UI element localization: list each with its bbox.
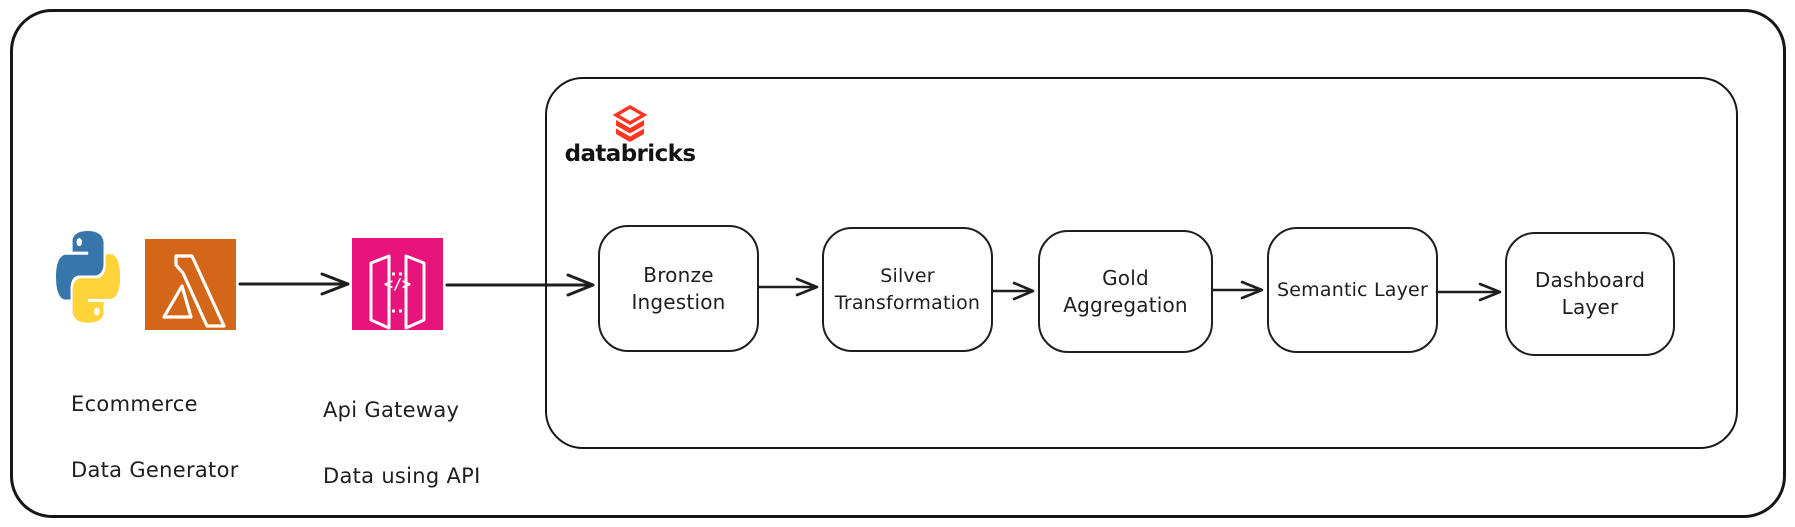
source-caption-line2: Data Generator [71, 458, 239, 482]
databricks-brand: databricks [560, 104, 700, 174]
box-label-line1: Bronze [643, 262, 714, 287]
pipeline-box-silver-transformation: Silver Transformation [822, 227, 993, 352]
box-label-line2: Aggregation [1063, 292, 1188, 317]
box-label-line1: Semantic Layer [1277, 278, 1428, 301]
python-icon [56, 231, 120, 323]
source-caption-line1: Ecommerce [71, 392, 198, 416]
box-label-line1: Dashboard [1534, 268, 1646, 292]
outer-frame [10, 9, 1786, 518]
databricks-logo-icon [612, 105, 648, 142]
gateway-caption-line1: Api Gateway [323, 398, 460, 422]
aws-lambda-icon [145, 239, 236, 330]
box-label-line2: Transformation [834, 291, 981, 314]
box-label-line1: Silver [880, 264, 935, 287]
databricks-wordmark: databricks [564, 141, 696, 167]
pipeline-box-bronze-ingestion: Bronze Ingestion [598, 225, 759, 352]
box-label-line2: Ingestion [631, 289, 726, 314]
gateway-caption: Api Gateway Data using API [323, 355, 481, 527]
code-brackets-glyph: </> [383, 275, 412, 293]
source-caption: Ecommerce Data Generator [71, 349, 239, 525]
pipeline-box-semantic-layer: Semantic Layer [1267, 227, 1438, 353]
pipeline-box-gold-aggregation: Gold Aggregation [1038, 230, 1213, 353]
box-label-line2: Layer [1561, 295, 1619, 319]
pipeline-box-dashboard-layer: Dashboard Layer [1505, 232, 1675, 356]
box-label-line1: Gold [1102, 265, 1149, 290]
gateway-caption-line2: Data using API [323, 464, 481, 488]
aws-api-gateway-icon [352, 238, 443, 330]
